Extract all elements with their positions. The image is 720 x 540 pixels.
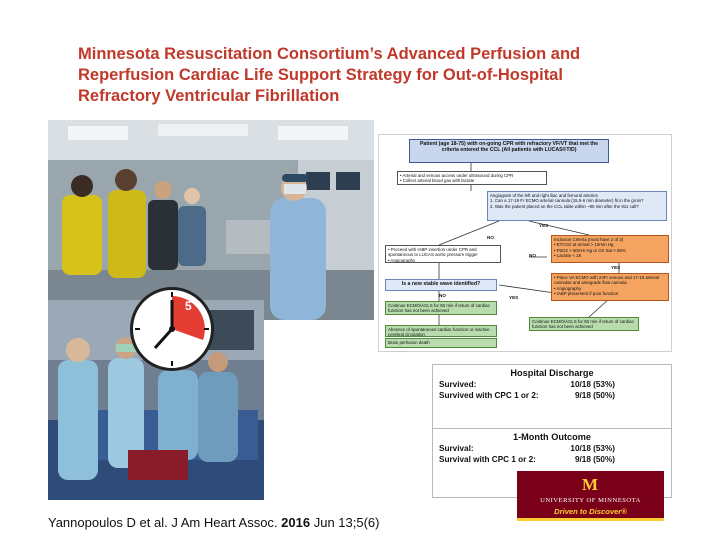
flow-decision-box: Is a new stable wave identified? (385, 279, 497, 291)
outcome-value: 10/18 (53%) (570, 444, 615, 453)
flowchart-arrows (438, 163, 620, 325)
citation-authors: Yannopoulos D et al. J Am Heart Assoc. (48, 515, 278, 530)
title-line-1: Minnesota Resuscitation Consortium’s Adv… (78, 45, 581, 63)
outcome-value: 10/18 (53%) (570, 380, 615, 389)
outcome-row: Survived: 10/18 (53%) (433, 379, 671, 390)
citation-year: 2016 (281, 515, 311, 530)
outcome-row: Survived with CPC 1 or 2: 9/18 (50%) (433, 390, 671, 401)
university-logo: M UNIVERSITY OF MINNESOTA Driven to Disc… (517, 471, 664, 521)
flow-absence-box: Absence of spontaneous cardiac function … (385, 325, 497, 337)
clock-icon: 5 (130, 287, 214, 371)
flow-proceed-box: • Proceed with IABP insertion under CPR … (385, 245, 501, 263)
clock-face-illustration: 5 (135, 292, 209, 366)
citation-rest: Jun 13;5(6) (313, 515, 380, 530)
university-tagline: Driven to Discover® (517, 507, 664, 516)
flow-yes-label-3: YES (509, 295, 519, 300)
flow-continue-right-box: Continue ECMO/ACLS for 60 min if return … (529, 317, 639, 331)
outcome-label: Survival with CPC 1 or 2: (439, 455, 536, 464)
flow-inclusion-box: Inclusion Criteria (must have 2 of 3) • … (551, 235, 669, 263)
flow-no-label-1: NO (487, 235, 494, 240)
slide-title: Minnesota Resuscitation Consortium’s Adv… (78, 44, 638, 107)
flow-continue-box: Continue ECMO/ACLS for 60 min if return … (385, 301, 497, 315)
outcome-heading: Hospital Discharge (510, 368, 594, 378)
flow-yes-label-1: YES (539, 223, 549, 228)
emergency-team-photo (48, 120, 374, 320)
emergency-team-illustration (48, 120, 374, 320)
outcome-label: Survived with CPC 1 or 2: (439, 391, 539, 400)
outcome-row: Survival: 10/18 (53%) (433, 443, 671, 454)
flow-death-box: Brain perfusion death (385, 338, 497, 348)
outcome-label: Survival: (439, 444, 474, 453)
title-line-3: Refractory Ventricular Fibrillation (78, 87, 340, 105)
outcome-value: 9/18 (50%) (574, 455, 615, 464)
flow-no-label-2: NO (529, 253, 536, 258)
citation: Yannopoulos D et al. J Am Heart Assoc. 2… (48, 515, 379, 530)
university-tagline-text: Driven to Discover (554, 507, 622, 516)
university-mark-icon: M (581, 475, 599, 494)
flow-ecmo-box: • Place VA ECMO with 24Fr venous and 17-… (551, 273, 669, 301)
strategy-flowchart: Patient (age 18-75) with on-going CPR wi… (378, 134, 672, 352)
title-line-2: Reperfusion Cardiac Life Support Strateg… (78, 66, 563, 84)
university-name: UNIVERSITY OF MINNESOTA (540, 497, 641, 504)
outcome-label: Survived: (439, 380, 477, 389)
outcome-heading: 1-Month Outcome (512, 432, 592, 442)
flow-angiogram-box: Angiogram of the left and right iliac an… (487, 191, 667, 221)
flow-access-box: • Arterial and venous access under ultra… (397, 171, 547, 185)
outcome-value: 9/18 (50%) (574, 391, 615, 400)
flow-yes-label-2: YES (611, 265, 621, 270)
university-tagline-mark: ® (621, 507, 627, 516)
hospital-discharge-panel: Hospital Discharge Survived: 10/18 (53%)… (432, 364, 672, 432)
flow-start-box: Patient (age 18-75) with on-going CPR wi… (409, 139, 609, 163)
clock-number: 5 (185, 299, 192, 313)
outcome-row: Survival with CPC 1 or 2: 9/18 (50%) (433, 454, 671, 465)
flow-no-label-3: NO (439, 293, 446, 298)
